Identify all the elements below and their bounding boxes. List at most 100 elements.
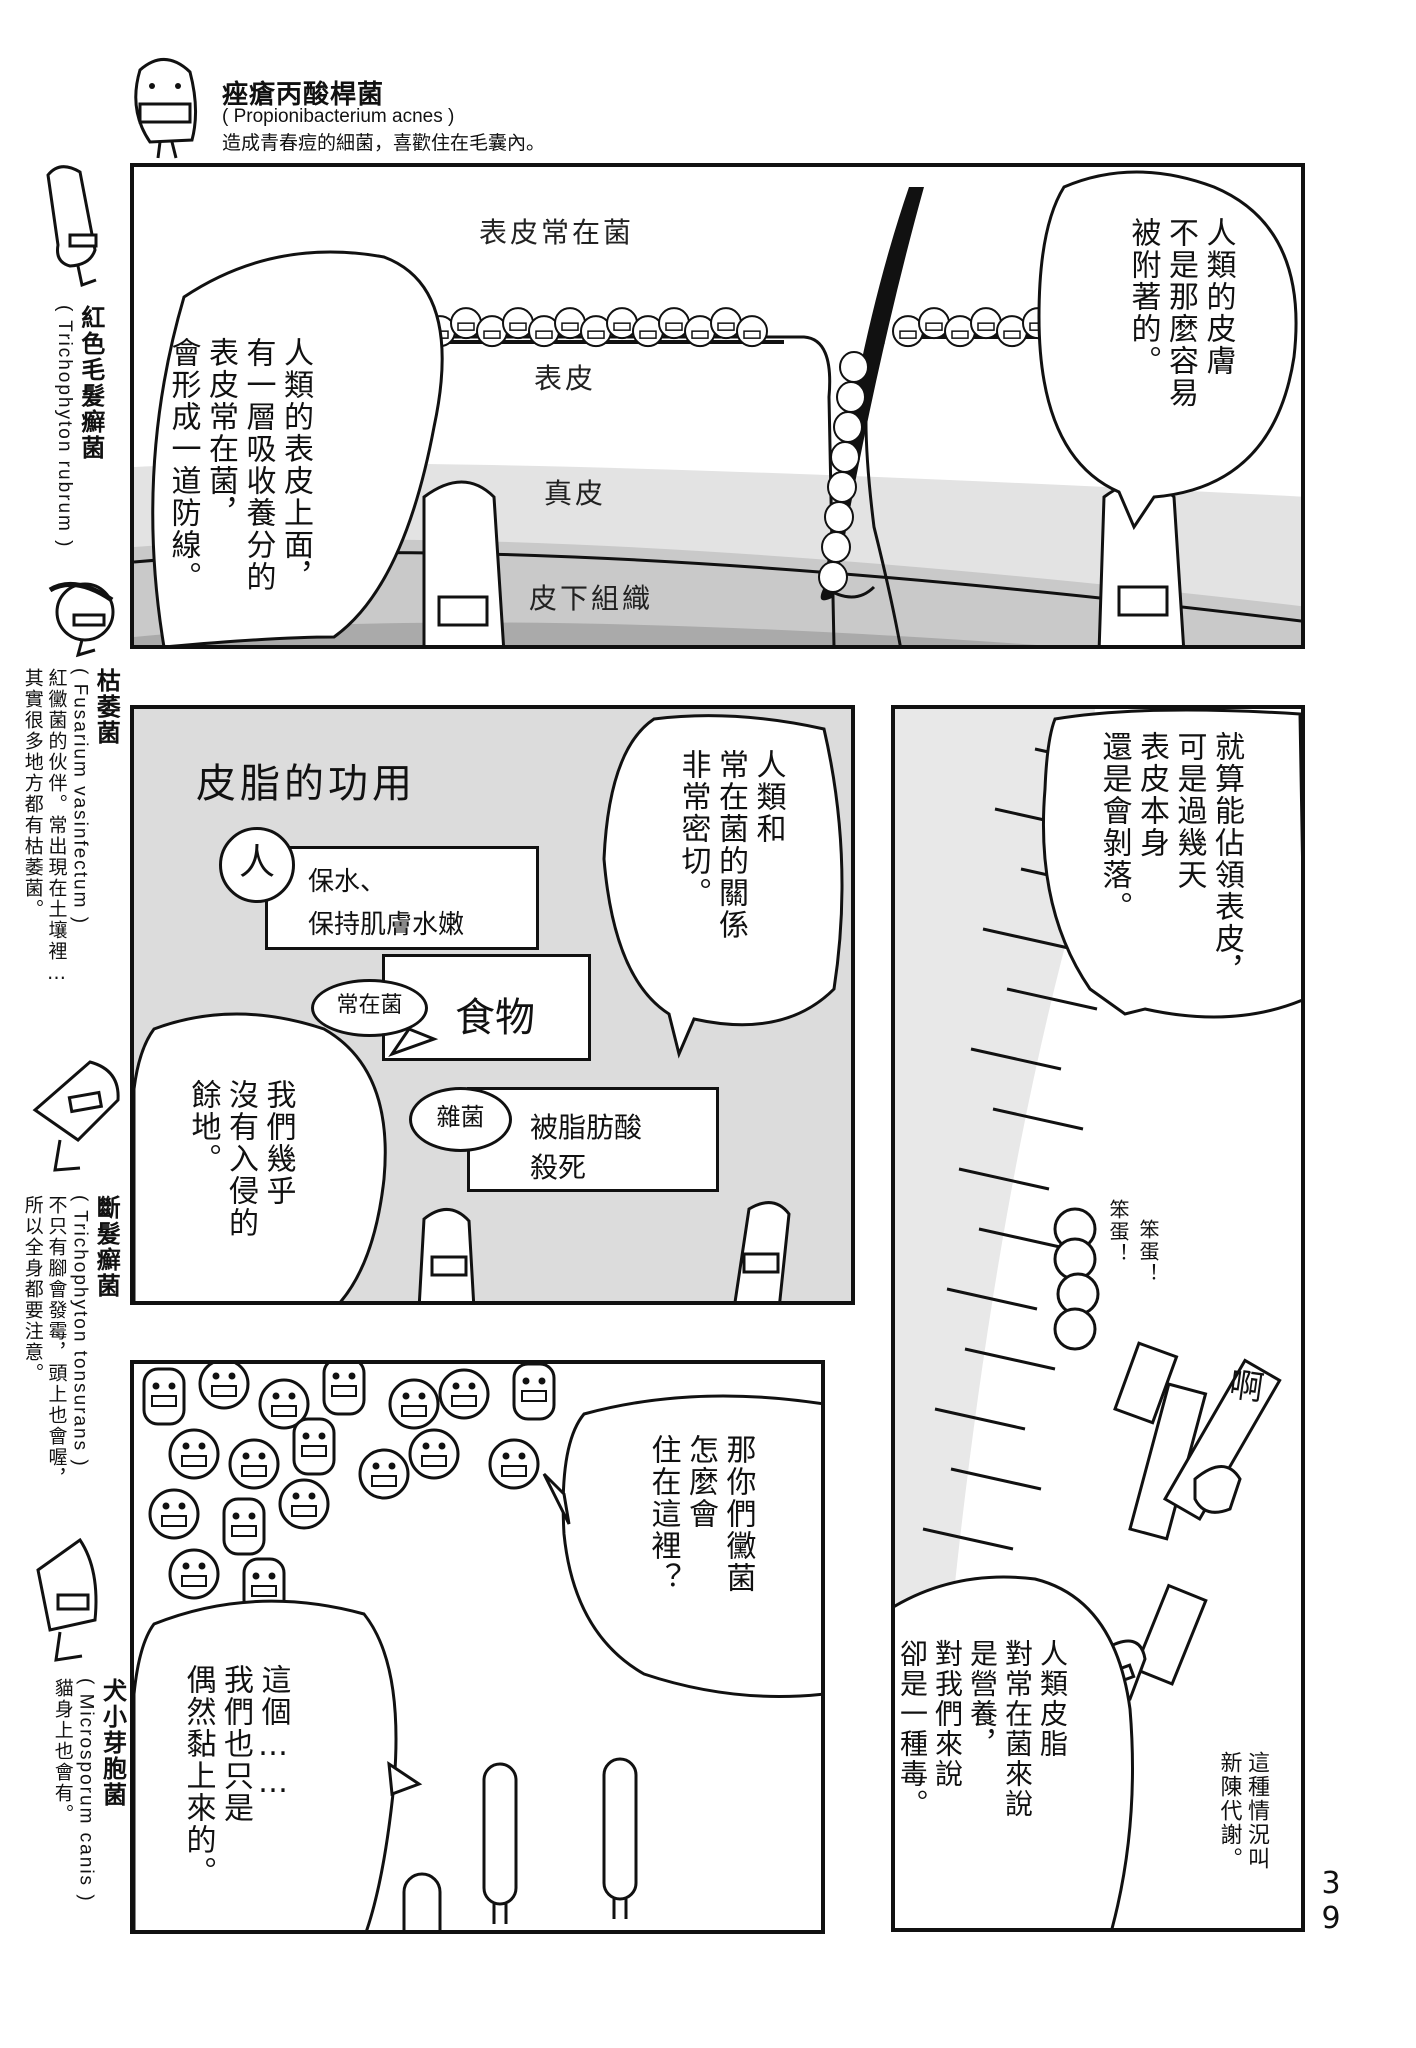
sidebar-note: 其實很多地方都有枯萎菌。 [21,668,44,920]
mold-character-icon [278,1478,330,1530]
bacterium-icon [918,307,950,340]
bubble-line: 有一層吸收養分的 [240,337,276,593]
sidebar-name: 紅色毛髮癬菌 [76,305,105,461]
mold-character-icon [388,1378,440,1430]
bubble-line: 常在菌的關係 [713,749,748,941]
bubble-line: 餘地。 [185,1079,221,1175]
role-text: 保持肌膚水嫩 [308,910,465,940]
mold-character-icon [488,1438,540,1490]
bubble-line: 可是過幾天 [1171,731,1207,891]
sidebar-note: 所以全身都要注意。 [21,1195,44,1384]
bubble-line: 表皮常在菌， [203,337,238,529]
shout-idiot-1: 笨蛋！ [1106,1199,1130,1265]
note-line: 新陳代謝。 [1216,1751,1242,1871]
speech-bubble-why-here: 那你們黴菌 怎麼會 住在這裡？ [644,1434,757,1594]
mold-character-icon [242,1557,286,1616]
mold-character-icon [258,1378,310,1430]
sidebar-note: 紅黴菌的伙伴。常出現在土壤裡… [45,668,68,986]
bacterium-icon [827,471,857,503]
bacterium-icon [736,315,768,348]
sidebar-scientific: ( Trichophyton tonsurans ) [69,1195,91,1468]
mold-character-icon [148,1488,200,1540]
bubble-line: 卻是一種毒。 [896,1639,929,1819]
mold-character-icon [292,1417,336,1476]
speech-bubble-no-room-to-invade: 我們幾乎 沒有入侵的 餘地。 [184,1079,297,1239]
mold-character-icon [322,1364,366,1416]
mold-character-icon [198,1364,250,1410]
bacterium-icon [836,381,866,413]
bacterium-icon [830,441,860,473]
tag-resident: 常在菌 [311,979,428,1037]
mold-character-icon [168,1548,220,1600]
bubble-line: 對常在菌來說 [1001,1639,1034,1819]
skin-cell-brick [934,1347,1056,1431]
sidebar-name: 斷髮癬菌 [92,1195,121,1299]
bacterium-icon [839,351,869,383]
shout-idiot-2: 笨蛋！ [1136,1219,1160,1285]
role-text: 保水、 [308,867,387,897]
sidebar-scientific: ( Fusarium vasinfectum ) [69,668,91,926]
bacterium-icon [818,561,848,593]
page-number: 39 [1313,1866,1349,1936]
bacterium-icon [632,315,664,348]
bacterium-icon [502,307,534,340]
sfx-ah: 啊 [1226,1364,1267,1410]
bubble-line: 是營養， [966,1639,999,1759]
sebum-title: 皮脂的功用 [196,761,416,807]
note-line: 這種情況叫 [1244,1751,1269,1871]
sidebar-entry-trichophyton-tonsurans: 斷髮癬菌 ( Trichophyton tonsurans ) 不只有腳會發霉，… [20,1195,121,1489]
sidebar-name: 枯萎菌 [92,668,121,746]
sidebar-entry-trichophyton-rubrum: 紅色毛髮癬菌 ( Trichophyton rubrum ) [52,305,106,548]
bubble-line: 對我們來說 [931,1639,964,1789]
bacterium-icon [833,411,863,443]
bubble-line: 不是那麼容易 [1163,217,1198,409]
role-text: 被脂肪酸 [530,1111,643,1144]
bacterium-icon [476,315,508,348]
mold-character-icon [512,1364,556,1421]
bacterium-icon [824,501,854,533]
bacterium-icon [996,315,1028,348]
mold-character-icon [168,1428,220,1480]
bubble-line: 怎麼會 [683,1434,718,1530]
header-scientific-name: ( Propionibacterium acnes ) [222,106,455,127]
bacterium-icon [821,531,851,563]
bubble-line: 還是會剝落。 [1096,731,1132,923]
speech-bubble-epidermis-defense: 人類的表皮上面， 有一層吸收養分的 表皮常在菌， 會形成一道防線。 [164,337,314,593]
header-note: 造成青春痘的細菌，喜歡住在毛囊內。 [222,132,546,154]
bubble-line: 人類的皮膚 [1200,217,1236,377]
bubble-line: 被附著的。 [1125,217,1161,377]
bacterium-icon [658,307,690,340]
bacterium-icon [970,307,1002,340]
mold-character-icon [222,1497,266,1556]
bubble-line: 沒有入侵的 [223,1079,258,1239]
skin-cell-brick [922,1467,1042,1551]
skin-cell-brick [958,1107,1084,1191]
bubble-line: 這個…… [255,1664,291,1802]
bubble-line: 人類和 [750,749,786,845]
bubble-line: 偶然黏上來的。 [180,1664,216,1888]
fungi-crowd-illustration [142,1364,556,1616]
sidebar-note: 不只有腳會發霉，頭上也會喔， [45,1195,68,1489]
speech-bubble-skin-peels: 就算能佔領表皮， 可是過幾天 表皮本身 還是會剝落。 [1095,731,1245,987]
role-text: 殺死 [530,1151,587,1184]
mold-character-icon [228,1438,280,1490]
label-subcutaneous: 皮下組織 [529,582,654,615]
tag-germs: 雜菌 [409,1087,512,1152]
bubble-line: 就算能佔領表皮， [1209,731,1244,987]
bacterium-icon [1022,307,1054,340]
mold-character-icon [142,1367,186,1426]
panel-fungi-crowd: 那你們黴菌 怎麼會 住在這裡？ 這個…… 我們也只是 偶然黏上來的。 [130,1360,825,1934]
sidebar-entry-microsporum-canis: 犬小芽胞菌 ( Microsporum canis ) 貓身上也會有。 [50,1678,128,1903]
bubble-line: 我們幾乎 [260,1079,296,1207]
sidebar-scientific: ( Trichophyton rubrum ) [53,305,75,549]
mold-character-icon [408,1428,460,1480]
bubble-line: 那你們黴菌 [720,1434,756,1594]
label-epidermis: 表皮 [534,362,597,395]
note-metabolism: 這種情況叫 新陳代謝。 [1215,1751,1270,1871]
speech-bubble-sebum-poison: 人類皮脂 對常在菌來說 是營養， 對我們來說 卻是一種毒。 [895,1639,1070,1819]
skin-cell-brick [946,1227,1070,1311]
sidebar-note: 貓身上也會有。 [51,1678,74,1825]
speech-bubble-stuck-by-chance: 這個…… 我們也只是 偶然黏上來的。 [179,1664,292,1888]
role-box-human: 保水、 保持肌膚水嫩 [265,846,539,950]
role-text: 食物 [455,995,535,1041]
